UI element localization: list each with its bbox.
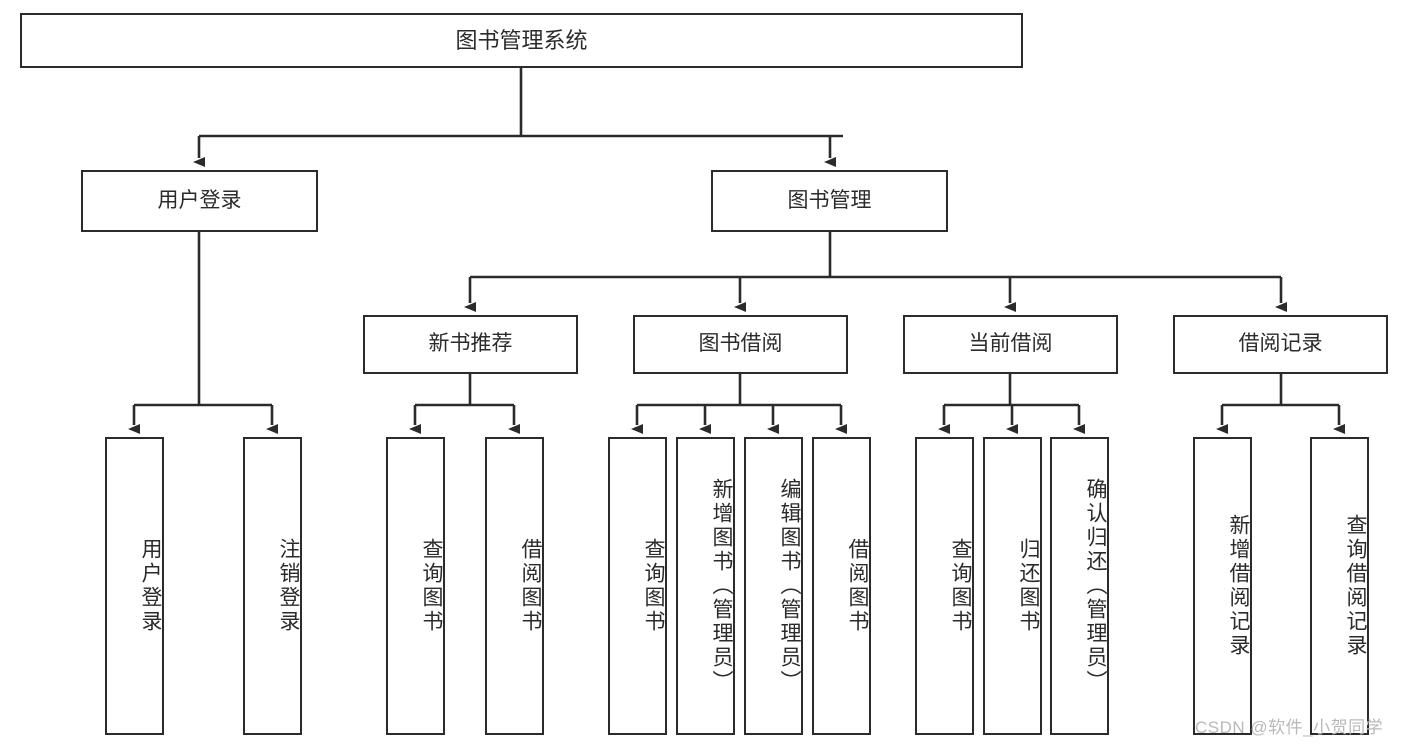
node-new-book-recommend[interactable]: 新书推荐: [363, 315, 578, 374]
node-root-system[interactable]: 图书管理系统: [20, 13, 1023, 68]
node-borrow-record[interactable]: 借阅记录: [1173, 315, 1388, 374]
leaf-borrow-book-recommend[interactable]: 借阅图书: [485, 437, 544, 735]
leaf-confirm-return-admin[interactable]: 确认归还（管理员）: [1050, 437, 1109, 735]
node-current-borrow[interactable]: 当前借阅: [903, 315, 1118, 374]
leaf-add-book-admin[interactable]: 新增图书（管理员）: [676, 437, 735, 735]
csdn-watermark: CSDN @软件_小贺同学: [1195, 718, 1384, 737]
leaf-query-book-borrow[interactable]: 查询图书: [608, 437, 667, 735]
leaf-borrow-book[interactable]: 借阅图书: [812, 437, 871, 735]
node-book-management[interactable]: 图书管理: [711, 170, 948, 232]
leaf-logout[interactable]: 注销登录: [243, 437, 302, 735]
leaf-return-book[interactable]: 归还图书: [983, 437, 1042, 735]
leaf-edit-book-admin[interactable]: 编辑图书（管理员）: [744, 437, 803, 735]
node-user-login[interactable]: 用户登录: [81, 170, 318, 232]
leaf-query-book-recommend[interactable]: 查询图书: [386, 437, 445, 735]
leaf-add-borrow-record[interactable]: 新增借阅记录: [1193, 437, 1252, 735]
node-book-borrow[interactable]: 图书借阅: [633, 315, 848, 374]
leaf-user-login[interactable]: 用户登录: [105, 437, 164, 735]
leaf-query-borrow-record[interactable]: 查询借阅记录: [1310, 437, 1369, 735]
leaf-query-book-current[interactable]: 查询图书: [915, 437, 974, 735]
